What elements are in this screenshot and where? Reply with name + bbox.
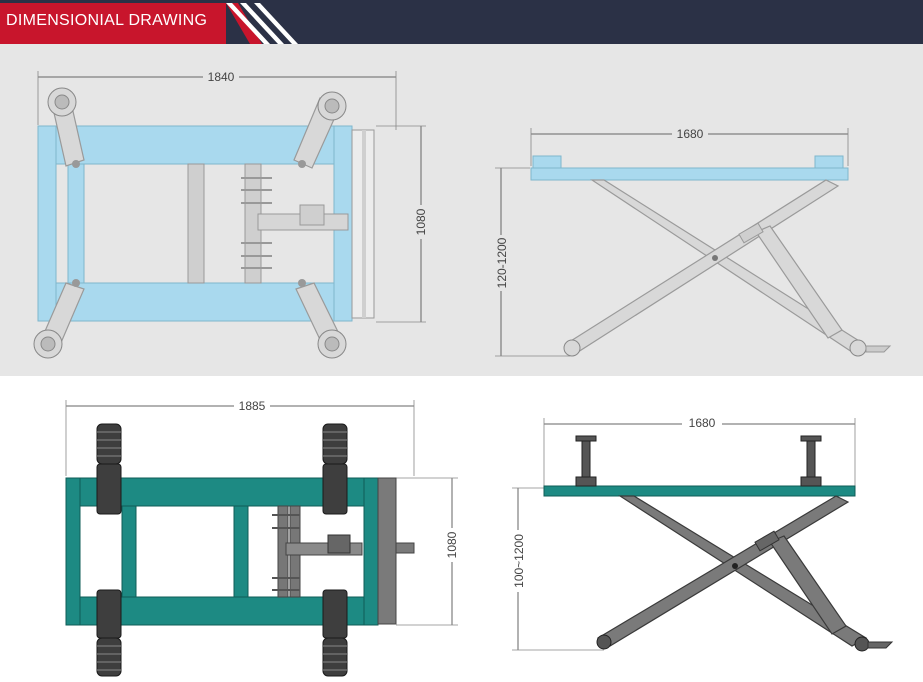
dim-width-label: 1840 xyxy=(208,70,235,84)
lift-pad xyxy=(96,423,348,677)
dim-height-label: 1080 xyxy=(445,531,459,558)
dim-height-label: 100~1200 xyxy=(512,534,526,588)
platform xyxy=(543,485,856,497)
header-stripes xyxy=(226,3,298,44)
dim-width-label: 1885 xyxy=(239,399,266,413)
dim-length-label: 1680 xyxy=(677,127,704,141)
dim-height-label: 1080 xyxy=(414,208,428,235)
scissor-arm xyxy=(564,179,866,353)
dim-length-label: 1680 xyxy=(689,416,716,430)
bottom-panel xyxy=(0,376,923,682)
page-title: DIMENSIONIAL DRAWING xyxy=(6,12,208,29)
dim-height-label: 120-1200 xyxy=(495,237,509,288)
platform xyxy=(530,167,849,181)
scissor-arm xyxy=(596,495,868,647)
lift-pad xyxy=(33,87,347,359)
header-accent xyxy=(0,3,226,44)
